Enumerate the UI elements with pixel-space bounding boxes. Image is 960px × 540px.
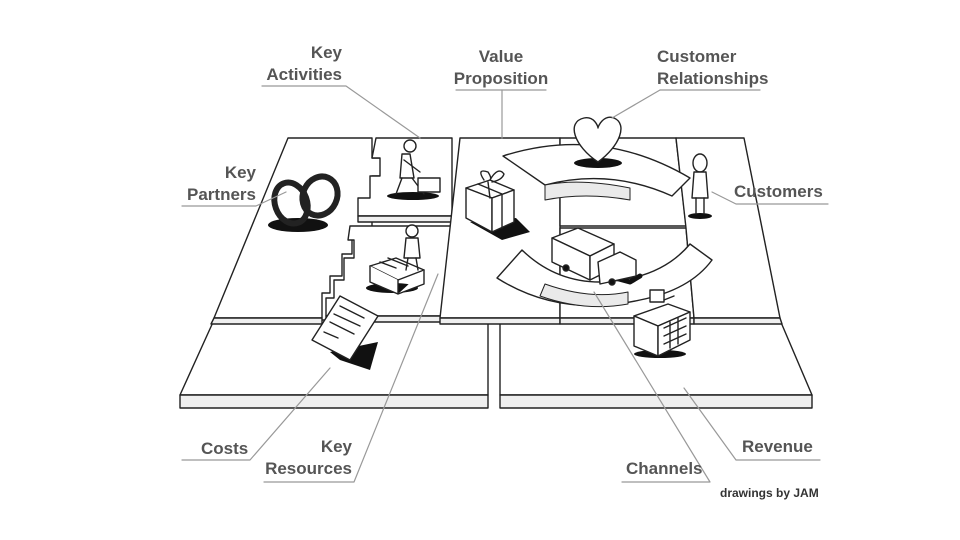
- cash-register-icon: [633, 289, 691, 358]
- key-activities-line-1: Key: [310, 43, 342, 62]
- customer-relationships-line-2: Relationships: [657, 69, 769, 88]
- rings-icon: [268, 173, 341, 232]
- leader-lines: [181, 85, 829, 483]
- customers-label: Customers: [734, 182, 823, 201]
- value-proposition-label: Value Proposition: [446, 46, 556, 90]
- costs-label: Costs: [201, 439, 249, 458]
- value-proposition-line-2: Proposition: [453, 69, 549, 88]
- key-partners-line-1: Key: [224, 163, 256, 182]
- key-partners-label: Key Partners: [160, 162, 256, 206]
- document-icon: [311, 295, 379, 370]
- channels-label: Channels: [626, 459, 703, 478]
- key-resources-line-2: Resources: [265, 459, 352, 478]
- customer-relationships-label: Customer Relationships: [657, 46, 768, 90]
- gift-icon: [465, 170, 530, 240]
- truck-icon: [551, 227, 643, 286]
- key-activities-line-2: Activities: [266, 65, 342, 84]
- worker-icon: [387, 139, 441, 200]
- costs-block: [179, 319, 489, 409]
- key-activities-label: Key Activities: [250, 42, 342, 86]
- key-partners-line-2: Partners: [187, 185, 256, 204]
- heart-icon: [573, 116, 622, 168]
- credit-text: drawings by JAM: [720, 486, 819, 500]
- customer-relationships-line-1: Customer: [657, 47, 737, 66]
- relationship-arrow: [502, 143, 691, 201]
- key-resources-line-1: Key: [320, 437, 352, 456]
- value-proposition-line-1: Value: [478, 47, 524, 66]
- person-icon: [688, 153, 712, 219]
- key-resources-label: Key Resources: [250, 436, 352, 480]
- customers-block: [675, 137, 783, 325]
- revenue-label: Revenue: [742, 437, 813, 456]
- workbench-icon: [366, 224, 425, 295]
